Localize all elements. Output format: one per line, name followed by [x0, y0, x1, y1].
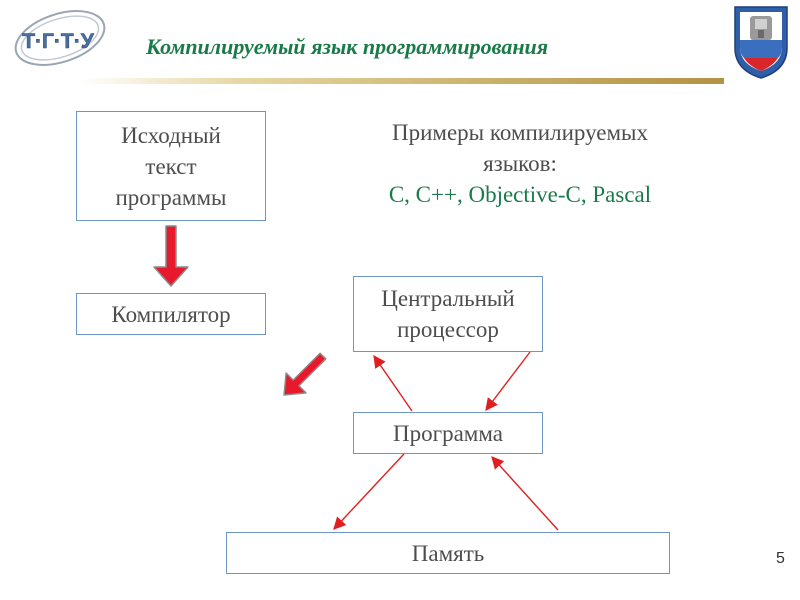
- compiled-languages-examples: Примеры компилируемых языков: C, C++, Ob…: [330, 117, 710, 210]
- diagonal-arrow-icon: [283, 352, 327, 396]
- cpu-line: Центральный: [381, 286, 515, 311]
- memory-label: Память: [411, 540, 485, 566]
- cpu-line: процессор: [397, 317, 499, 342]
- arrow-program-to-memory: [333, 453, 405, 530]
- examples-heading-line: языков:: [483, 151, 557, 176]
- cpu-box: Центральный процессор: [353, 276, 543, 352]
- compiler-box: Компилятор: [76, 293, 266, 335]
- university-emblem-icon: [732, 4, 790, 80]
- down-arrow-icon: [153, 225, 189, 287]
- source-line: текст: [145, 153, 197, 179]
- university-logo-icon: Т·Г·Т·У: [6, 8, 110, 70]
- slide-number: 5: [776, 550, 785, 567]
- compiler-label: Компилятор: [111, 301, 231, 327]
- title-divider: [78, 78, 724, 84]
- source-line: Исходный: [121, 122, 221, 148]
- examples-languages: C, C++, Objective-C, Pascal: [388, 182, 652, 207]
- source-code-box: Исходный текст программы: [76, 111, 266, 221]
- logo-text: Т·Г·Т·У: [22, 30, 95, 53]
- program-label: Программа: [393, 420, 503, 446]
- arrow-program-to-cpu: [373, 354, 413, 412]
- page-title: Компилируемый язык программирования: [146, 34, 549, 59]
- source-line: программы: [115, 184, 227, 210]
- program-box: Программа: [353, 412, 543, 454]
- memory-box: Память: [226, 532, 670, 574]
- arrow-cpu-to-program: [485, 351, 531, 412]
- arrow-memory-to-program: [491, 456, 559, 531]
- examples-heading-line: Примеры компилируемых: [391, 120, 649, 145]
